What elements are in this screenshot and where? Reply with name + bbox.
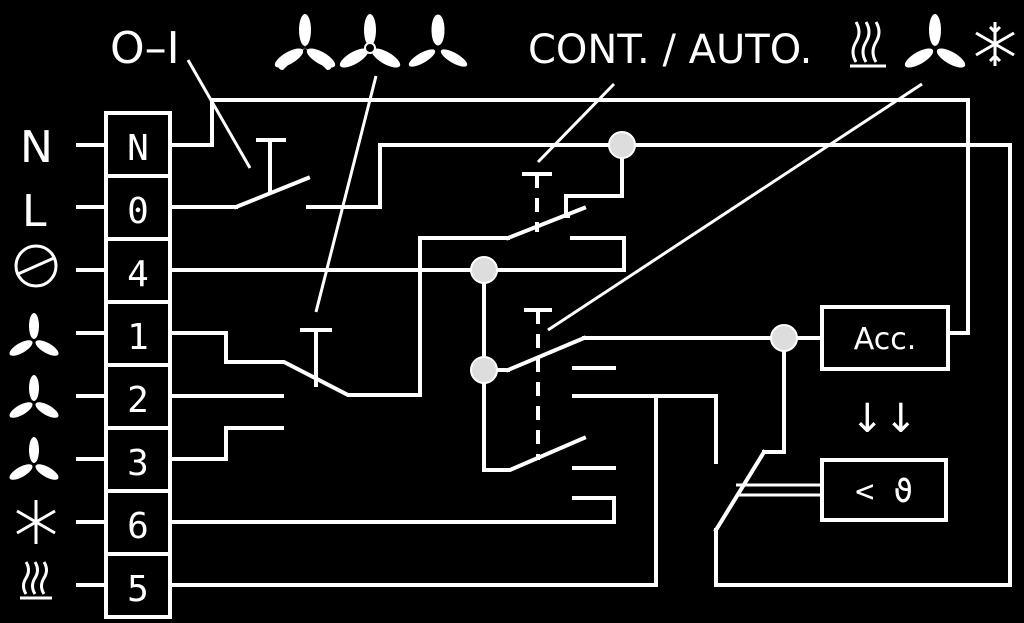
terminal-label: 1 — [127, 317, 149, 358]
fan-icon — [9, 437, 59, 480]
fan-icon — [9, 375, 59, 418]
junction-dot — [608, 131, 636, 159]
junction-dot — [770, 324, 798, 352]
terminal-label: 3 — [127, 443, 149, 484]
thermostat-box: < ϑ — [820, 458, 948, 522]
mode-icons — [850, 14, 1015, 68]
heat-icon — [850, 21, 886, 68]
terminal-label: 6 — [127, 506, 149, 547]
terminal-label: 0 — [127, 191, 149, 232]
power-switch-label: O–I — [110, 23, 180, 74]
compressor-icon — [14, 244, 58, 288]
label-n: N — [20, 122, 53, 173]
heat-icon — [20, 561, 52, 600]
fan-icon — [339, 14, 401, 68]
fan-icon — [904, 14, 966, 68]
terminal-stubs — [76, 143, 108, 587]
terminal-block: N 0 4 1 2 3 6 5 — [104, 111, 172, 619]
wires — [168, 59, 1012, 587]
junction-dot — [470, 356, 498, 384]
terminal-label: 4 — [127, 254, 149, 295]
mode-switch-label: CONT. / AUTO. — [528, 27, 812, 73]
fan-icon — [408, 14, 468, 67]
accessory-box: Acc. — [820, 305, 950, 371]
fan-icon — [274, 14, 336, 70]
terminal-label: N — [127, 128, 149, 169]
fan-icon — [9, 313, 59, 356]
snowflake-icon — [16, 500, 56, 544]
thermostat-label: < ϑ — [855, 472, 913, 510]
junction-dot — [470, 256, 498, 284]
junctions — [470, 131, 798, 384]
snowflake-icon — [975, 22, 1015, 66]
fan-speed-icons — [274, 14, 468, 70]
terminal-label: 5 — [127, 569, 149, 610]
terminal-label: 2 — [127, 380, 149, 421]
accessory-label: Acc. — [854, 322, 917, 357]
label-l: L — [22, 186, 47, 237]
down-arrows: ↓↓ — [850, 396, 917, 442]
